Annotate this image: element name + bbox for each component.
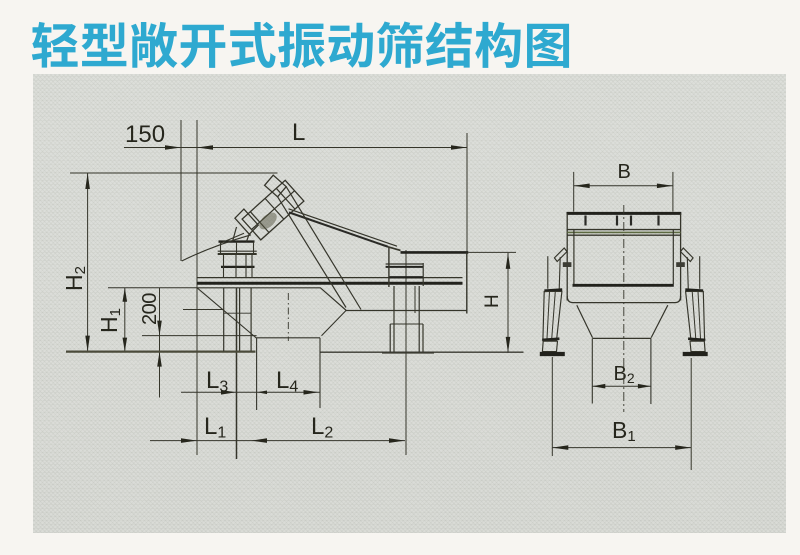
svg-text:H2: H2 [61,266,89,291]
svg-text:L: L [292,119,305,146]
svg-text:H1: H1 [96,308,124,333]
svg-text:L4: L4 [276,367,298,395]
svg-text:L3: L3 [206,367,228,395]
svg-text:B1: B1 [612,417,636,445]
svg-text:H: H [482,294,503,308]
svg-text:B: B [618,161,631,183]
svg-text:L1: L1 [204,413,226,441]
svg-text:200: 200 [139,293,161,325]
svg-text:150: 150 [125,121,165,148]
svg-text:L2: L2 [311,413,333,441]
